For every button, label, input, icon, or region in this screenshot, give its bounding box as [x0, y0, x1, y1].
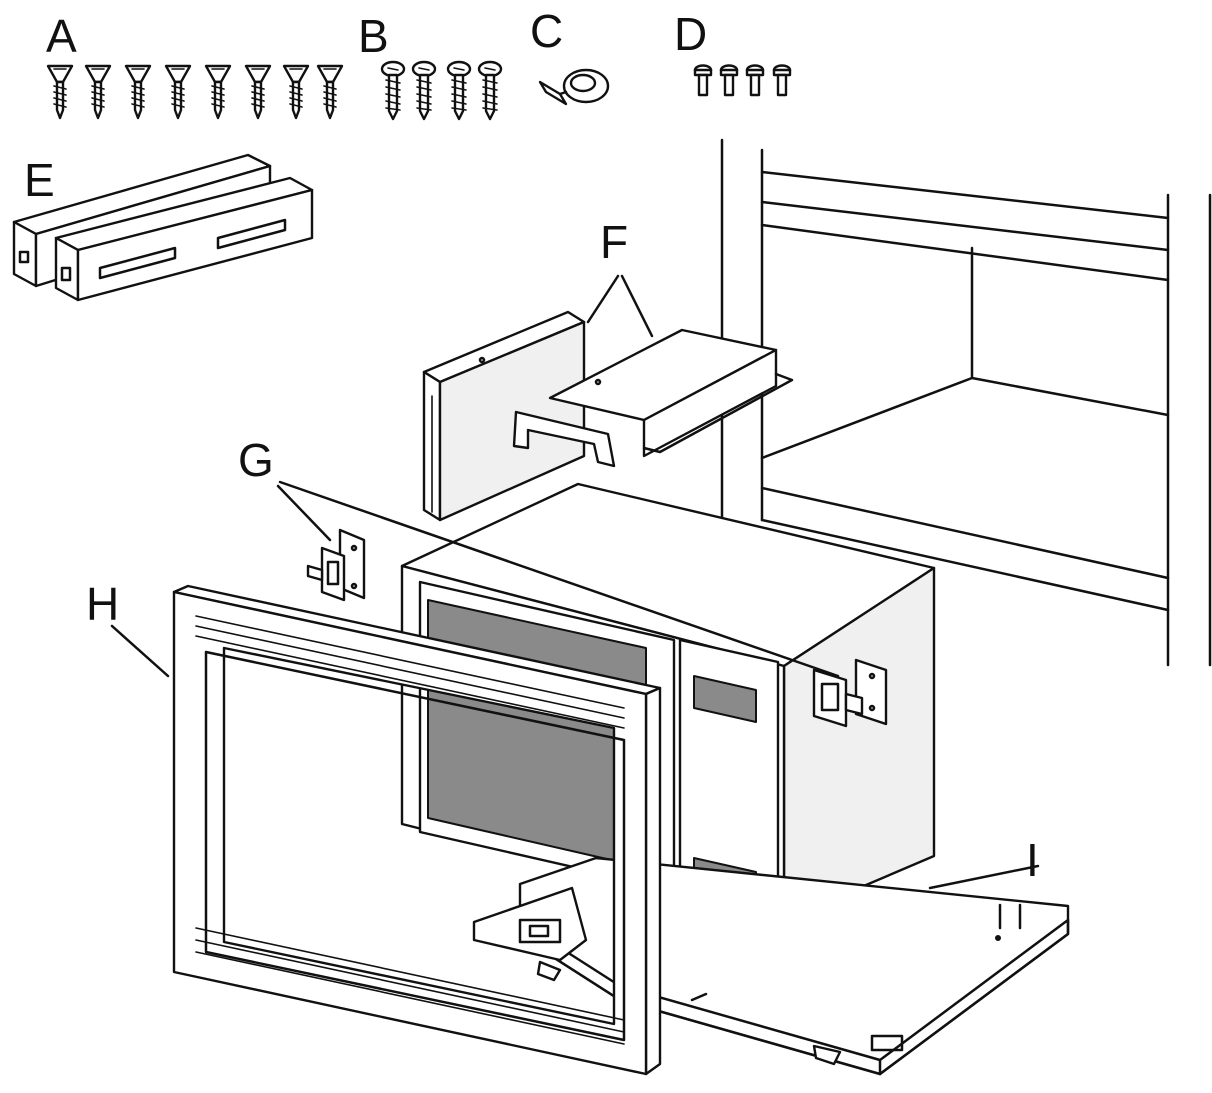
- label-g: G: [238, 434, 274, 486]
- label-c: C: [530, 5, 563, 57]
- label-b: B: [358, 10, 389, 62]
- label-i: I: [1026, 834, 1039, 886]
- hinge-bracket-g-right: [812, 658, 888, 728]
- label-a: A: [46, 10, 77, 62]
- screw-b-group: [380, 60, 503, 121]
- screw-d-group: [693, 64, 792, 97]
- trim-frame-h: [172, 584, 662, 1076]
- hinge-bracket-g-left: [306, 528, 366, 602]
- rail-e-front: [54, 176, 314, 302]
- label-f: F: [600, 216, 628, 268]
- vent-panel-f: [422, 310, 586, 522]
- tape-roll-c: [538, 68, 610, 106]
- display-panel: [693, 675, 757, 723]
- label-d: D: [674, 8, 707, 60]
- screw-a-group: [46, 64, 344, 120]
- cabinet: [720, 138, 1212, 667]
- label-h: H: [86, 578, 119, 630]
- vent-duct-f: [512, 328, 794, 468]
- label-e: E: [24, 154, 55, 206]
